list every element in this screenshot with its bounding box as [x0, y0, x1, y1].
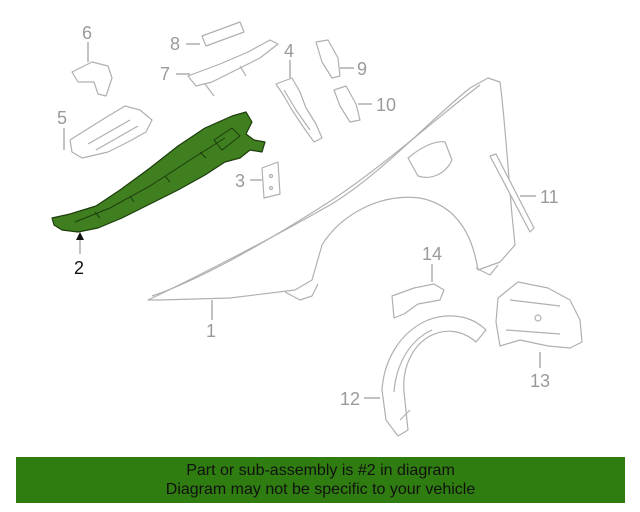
- part-11-trim-strip[interactable]: [489, 153, 535, 233]
- part-14-bracket[interactable]: [391, 283, 445, 319]
- callout-14[interactable]: 14: [422, 244, 442, 264]
- callout-6[interactable]: 6: [82, 23, 92, 43]
- part-12-wheel-liner[interactable]: [381, 315, 487, 437]
- leader-2-arrow: [76, 232, 84, 240]
- part-8-block[interactable]: [201, 21, 245, 47]
- callout-1[interactable]: 1: [206, 321, 216, 341]
- callout-10[interactable]: 10: [376, 95, 396, 115]
- callout-3[interactable]: 3: [235, 171, 245, 191]
- callout-2[interactable]: 2: [74, 258, 84, 278]
- callout-13[interactable]: 13: [530, 371, 550, 391]
- callout-4[interactable]: 4: [284, 41, 294, 61]
- parts-diagram: 1 2 3 4 5 6 7 8: [51, 21, 583, 437]
- part-13-rear-liner[interactable]: [495, 281, 583, 349]
- callout-8[interactable]: 8: [170, 34, 180, 54]
- part-2-apron-reinforcement[interactable]: [51, 111, 266, 233]
- banner-line-1: Part or sub-assembly is #2 in diagram: [186, 462, 455, 479]
- banner-line-2: Diagram may not be specific to your vehi…: [165, 481, 476, 498]
- part-10-clip[interactable]: [333, 85, 361, 123]
- callout-9[interactable]: 9: [357, 59, 367, 79]
- part-5-shield[interactable]: [69, 105, 153, 159]
- part-1-fender[interactable]: [147, 77, 516, 301]
- callout-7[interactable]: 7: [160, 64, 170, 84]
- callout-12[interactable]: 12: [340, 389, 360, 409]
- part-7-bracket[interactable]: [187, 39, 279, 97]
- callout-5[interactable]: 5: [57, 108, 67, 128]
- info-banner: Part or sub-assembly is #2 in diagram Di…: [16, 457, 625, 503]
- part-6-mount[interactable]: [71, 61, 113, 97]
- part-9-clip[interactable]: [315, 39, 341, 79]
- part-3-plate[interactable]: [261, 161, 281, 199]
- callout-11[interactable]: 11: [540, 187, 559, 207]
- part-4-bracket[interactable]: [275, 77, 323, 143]
